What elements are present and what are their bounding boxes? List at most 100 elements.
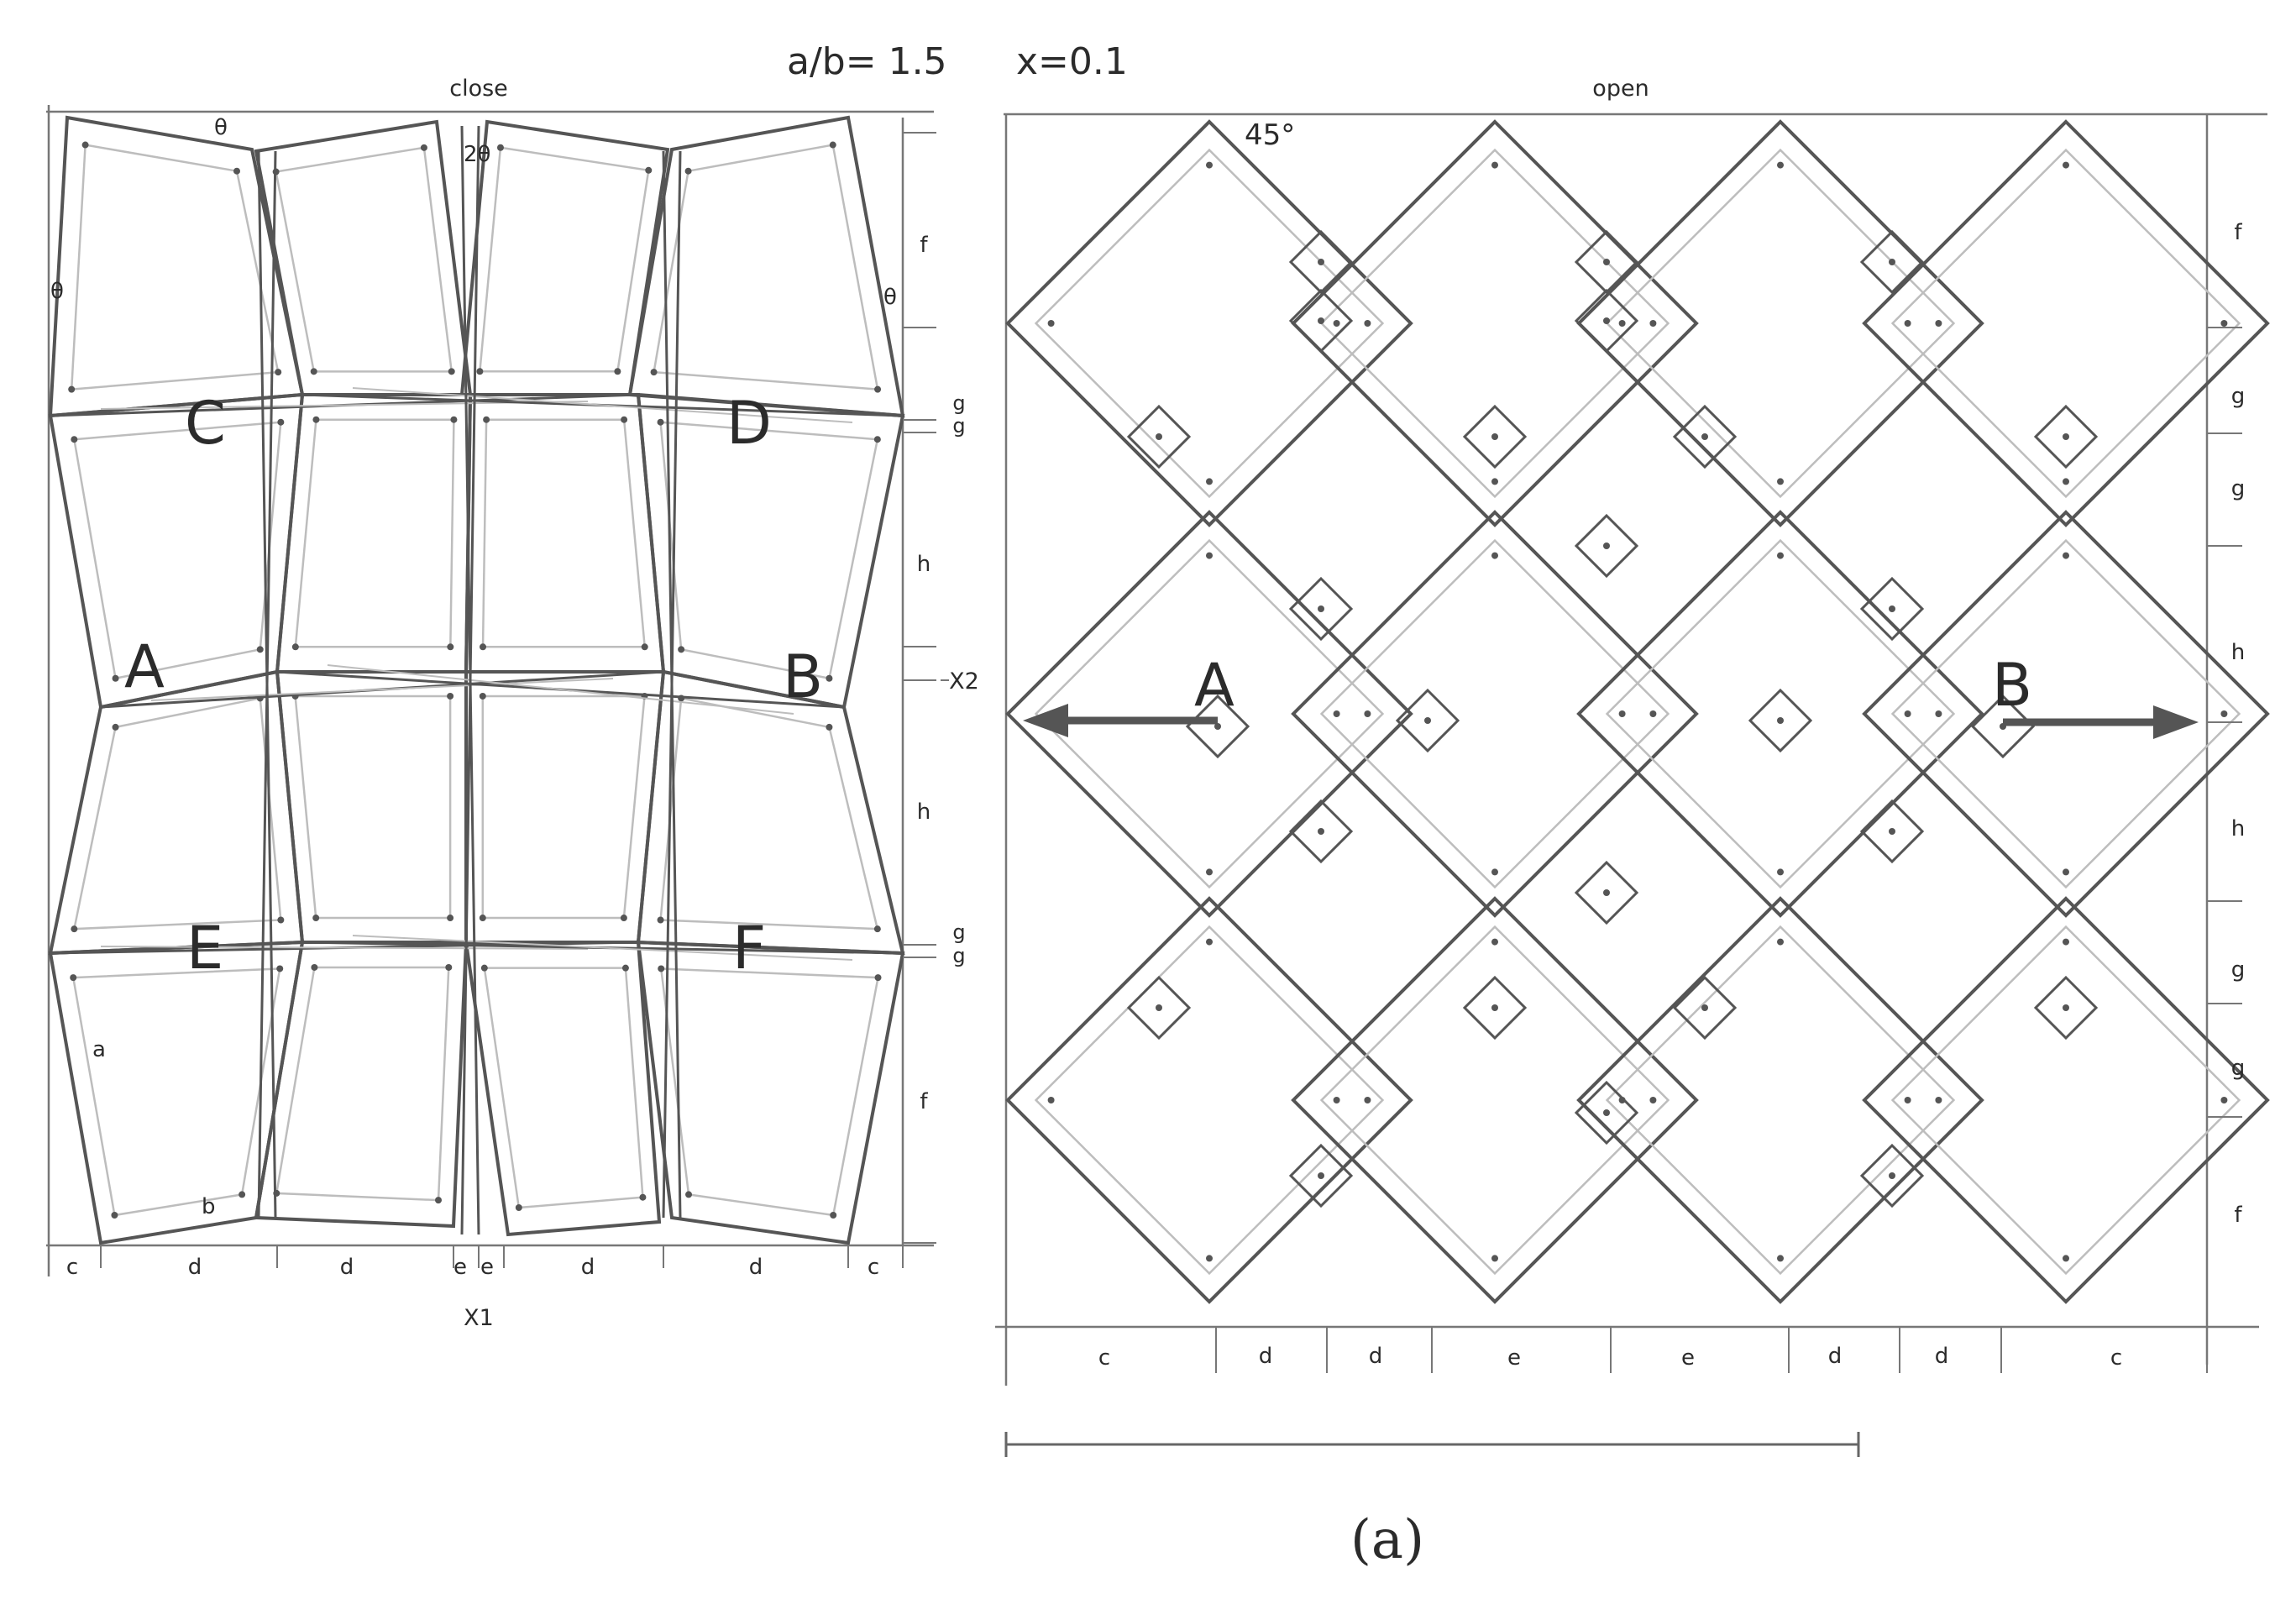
right-panel-inner-diamond [1034,148,1385,499]
arrow-right [2003,705,2199,739]
pivot-dot [641,643,648,651]
pivot-dot [233,167,240,175]
pivot-dot [1206,1255,1213,1262]
left-bottom-dim-label: d [581,1255,595,1280]
right-hinge-square [1574,288,1639,354]
right-dim-label: g [2231,1056,2246,1081]
pivot-dot [874,385,882,393]
right-hinge-square [1574,860,1639,925]
pivot-dot [1364,1097,1371,1103]
pivot-dot [1491,433,1498,440]
member-label-b: b [202,1194,216,1219]
left-panel-inner-quad [275,146,453,373]
left-panel-quad [636,940,905,1245]
left-bowtie-link-light [327,664,794,715]
right-panel-inner-diamond [1605,538,1956,889]
left-panel-inner-quad [294,418,455,648]
right-panel-title: open [1592,76,1649,102]
pivot-dot [1047,1097,1055,1103]
right-panel-diamond [1862,510,2270,918]
pivot-dot [1618,710,1626,717]
pivot-dot [311,963,318,971]
right-hinge-square [1462,975,1528,1041]
pivot-dot [448,368,455,375]
pivot-dot [1491,552,1498,559]
pivot-dot [1904,320,1911,327]
pivot-dot [1206,161,1213,169]
left-panel-inner-quad [72,696,282,930]
pivot-dot [1701,433,1708,440]
right-hinge-square [1462,404,1528,469]
pivot-dot [1424,717,1431,724]
right-dim-label: g [2231,957,2246,983]
right-dim-label: g [2231,384,2246,409]
member-label-a: a [92,1037,106,1062]
left-dim-label: f [920,1089,928,1114]
pivot-dot [1214,723,1221,730]
pivot-dot [2063,1255,2069,1262]
pivot-dot [111,1212,118,1219]
right-hinge-square [1574,1080,1639,1145]
pivot-dot [2063,552,2069,559]
joint-label-D: D [726,389,772,458]
left-panel-inner-quad [659,696,879,930]
angle-label-right: θ [883,285,897,310]
pivot-dot [1777,1255,1784,1262]
right-hinge-square [1672,404,1738,469]
pivot-dot [277,418,285,426]
left-dim-label: h [917,552,930,577]
right-dim-label: h [2231,816,2245,841]
angle-label-left: θ [50,279,64,304]
pivot-dot [1889,1172,1895,1179]
pivot-dot [515,1204,522,1212]
right-hinge-square [1185,694,1250,759]
left-panel-quad [636,669,905,956]
pivot-dot [873,436,881,443]
left-bottom-dim-label: d [749,1255,763,1280]
pivot-dot [1364,710,1371,717]
right-panel-inner-diamond [1319,925,1670,1276]
pivot-dot [1206,552,1213,559]
right-panel-diamond [1005,896,1413,1304]
pivot-dot [480,964,488,972]
pivot-dot [1491,478,1498,485]
left-bottom-dim-label: c [66,1255,78,1280]
left-panel-inner-quad [659,967,880,1217]
pivot-dot [1333,710,1340,717]
pivot-dot [291,643,299,651]
left-panel-quad [254,941,469,1229]
pivot-dot [1318,828,1324,835]
left-bottom-dim-label: d [188,1255,202,1280]
right-hinge-square [1672,975,1738,1041]
pivot-dot [1491,938,1498,946]
angle-label-2theta: 2θ [464,142,490,167]
pivot-dot [658,965,665,972]
pivot-dot [1777,478,1784,485]
pivot-dot [1777,717,1784,724]
pivot-dot [312,416,320,423]
right-panel-inner-diamond [1319,538,1670,889]
header-x-value: x=0.1 [1016,40,1128,83]
pivot-dot [1649,320,1657,327]
pivot-dot [312,915,320,922]
pivot-dot [1603,259,1610,265]
joint-label-A-left: A [124,632,165,701]
pivot-dot [685,1191,693,1198]
left-panel-quad [48,940,305,1245]
pivot-dot [1649,1097,1657,1103]
left-panel-inner-quad [659,421,879,680]
right-dim-label: f [2234,1203,2242,1228]
left-linkage-structure [48,115,905,1245]
right-bottom-dim-label: e [1681,1345,1695,1371]
pivot-dot [420,144,427,151]
right-panel-diamond [1576,896,1984,1304]
right-bottom-dim-label: d [1935,1344,1949,1369]
right-panel-diamond [1862,119,2270,527]
left-panel-title: close [449,76,508,102]
pivot-dot [1491,1004,1498,1011]
joint-label-C: C [185,389,226,458]
pivot-dot [479,915,486,922]
right-hinge-square [2033,975,2099,1041]
pivot-dot [2063,938,2069,946]
pivot-dot [657,418,664,426]
